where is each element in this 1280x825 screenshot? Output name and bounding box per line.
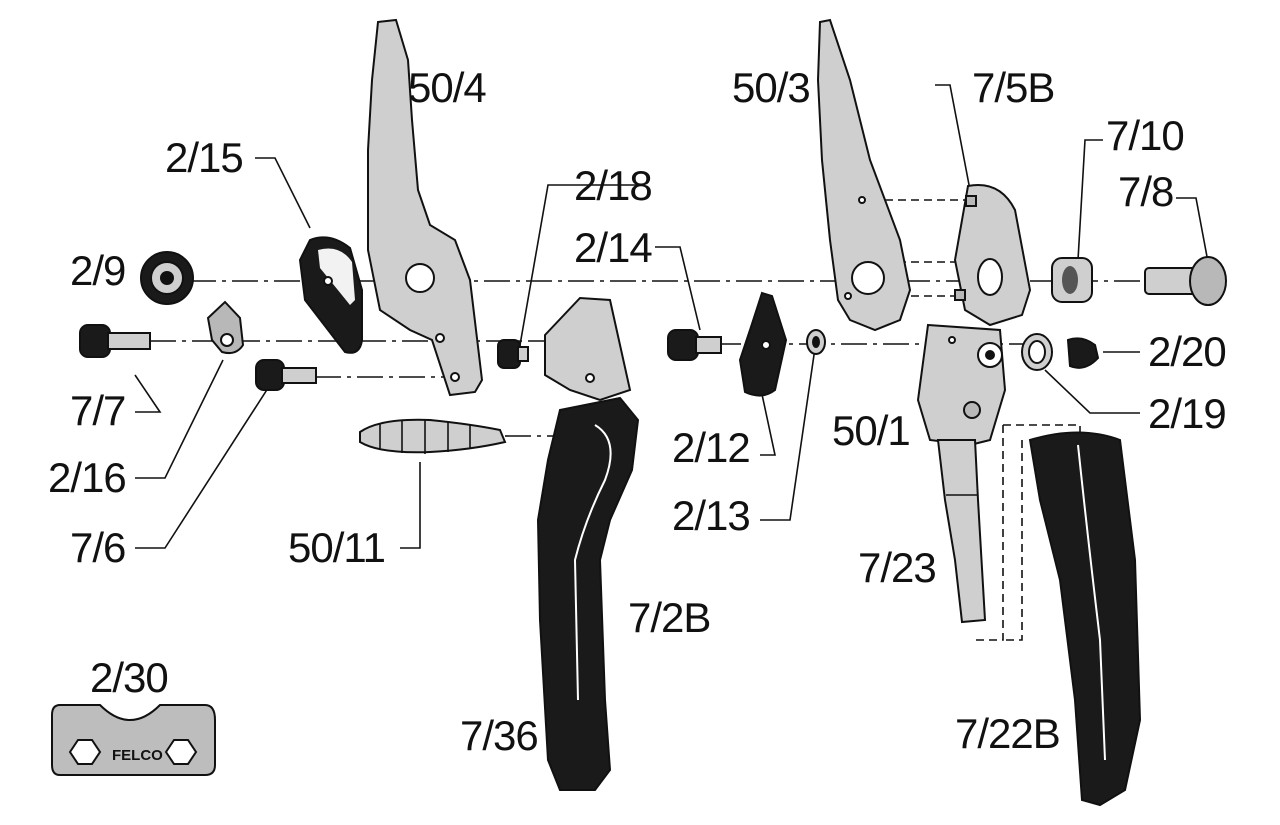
- ring-2-19: [1021, 333, 1053, 371]
- label-7-36: 7/36: [460, 712, 538, 759]
- bolt-2-14: [667, 329, 722, 361]
- lower-handle-frame-50-1: [916, 323, 1007, 447]
- label-50-11: 50/11: [288, 524, 385, 571]
- wrench-brand-text: FELCO: [112, 747, 163, 764]
- wrench-2-30: FELCO: [51, 704, 216, 776]
- right-grip-7-22B: [1028, 431, 1142, 807]
- label-7-6: 7/6: [70, 524, 125, 571]
- cap-2-20: [1066, 337, 1100, 369]
- label-7-8: 7/8: [1118, 168, 1173, 215]
- left-handle-7-2B: [536, 296, 640, 791]
- spring-50-11: [359, 418, 507, 454]
- label-50-4: 50/4: [408, 64, 486, 111]
- label-2-30: 2/30: [90, 654, 168, 701]
- label-7-5B: 7/5B: [972, 64, 1054, 111]
- label-7-10: 7/10: [1106, 112, 1184, 159]
- label-50-3: 50/3: [732, 64, 810, 111]
- gear-nut-2-9: [140, 251, 194, 305]
- label-2-13: 2/13: [672, 492, 750, 539]
- label-2-15: 2/15: [165, 134, 243, 181]
- label-2-16: 2/16: [48, 454, 126, 501]
- catch-2-12: [738, 291, 788, 397]
- bolt-7-6: [255, 359, 317, 391]
- nut-2-18: [497, 339, 529, 369]
- bolt-7-7: [79, 324, 151, 358]
- label-7-2B: 7/2B: [628, 594, 710, 641]
- label-7-23: 7/23: [858, 544, 936, 591]
- label-2-9: 2/9: [70, 247, 125, 294]
- washer-2-13: [806, 329, 826, 355]
- part-labels: 50/4 2/15 2/18 2/14 50/3 7/5B 7/10 7/8 2…: [48, 64, 1227, 759]
- shaft-7-23: [936, 439, 987, 624]
- label-50-1: 50/1: [832, 407, 910, 454]
- upper-blade-50-4: [367, 18, 484, 397]
- ratchet-plate-2-16: [206, 300, 245, 355]
- label-2-14: 2/14: [574, 224, 652, 271]
- bushing-7-10: [1051, 257, 1093, 303]
- bolt-7-8: [1144, 256, 1227, 306]
- label-2-12: 2/12: [672, 424, 750, 471]
- label-7-7: 7/7: [70, 387, 125, 434]
- plate-2-15: [298, 236, 363, 354]
- lower-blade-50-3: [816, 18, 912, 332]
- anvil-block-7-5B: [953, 184, 1032, 327]
- leader-lines: [134, 84, 1209, 549]
- label-2-19: 2/19: [1148, 390, 1226, 437]
- label-7-22B: 7/22B: [955, 710, 1060, 757]
- label-2-18: 2/18: [574, 162, 652, 209]
- label-2-20: 2/20: [1148, 328, 1226, 375]
